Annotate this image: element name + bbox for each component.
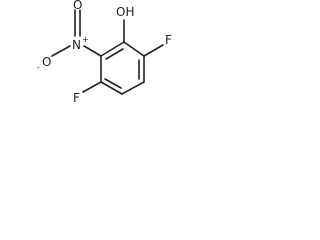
ring-bond-c3-c4 — [121, 81, 145, 95]
bond-n-o-single — [51, 45, 71, 57]
ring-bond-c1-c2 — [123, 41, 145, 57]
ring-bond-c6-c1 — [100, 41, 125, 57]
nitro-nitrogen-charge: + — [82, 35, 89, 44]
ring-bond-c4-c5-inner — [104, 78, 122, 89]
ring-bond-c6-c1-inner — [105, 48, 124, 60]
bond-c6-n — [83, 45, 102, 57]
nitro-oxygen-double-label: O — [73, 0, 82, 12]
nitro-oxygen-single-label: O — [42, 55, 51, 69]
fluorine-left-label: F — [73, 91, 80, 105]
chemical-structure-diagram: OH N + O O - F F — [37, 0, 172, 105]
fluorine-right-label: F — [165, 33, 172, 47]
bond-c5-f — [82, 81, 102, 93]
nitro-oxygen-single-charge: - — [37, 63, 40, 72]
ring-bond-c4-c5 — [100, 81, 123, 95]
bond-c2-f — [143, 44, 164, 57]
nitro-nitrogen-label: N — [72, 38, 81, 52]
hydroxyl-label: OH — [116, 5, 134, 19]
